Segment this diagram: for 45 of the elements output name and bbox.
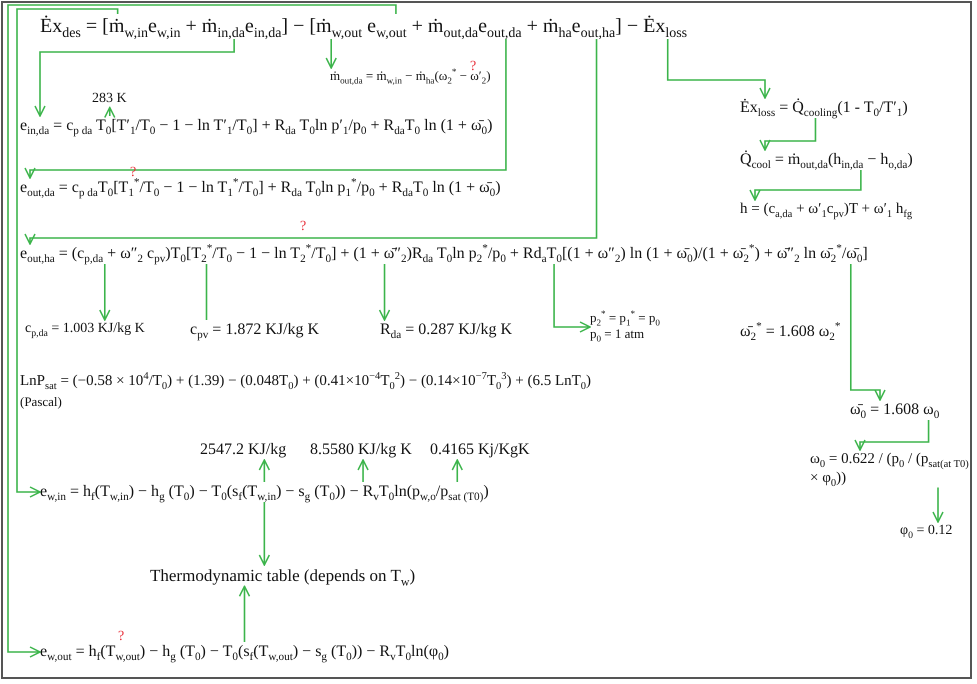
equation: Ėx$_{des}$ = [ṁ$_{w,in}$e$_{w,in}$ + ṁ$_{in,da}$e$_{in,da}$] − [ṁ$_{w,out}$ e$_{w,out}$ + ṁ$_{out,da}$e$_{out,da}$ + ṁ$_{ha}$e$_{out,ha}$] − Ėx$_{loss}$ bbox=[40, 14, 688, 39]
arrow bbox=[99, 264, 111, 321]
arrow bbox=[325, 39, 337, 69]
value-text: 2547.2 KJ/kg bbox=[200, 440, 286, 460]
value-text: R$_{da}$ = 0.287 KJ/kg K bbox=[380, 320, 512, 340]
arrow bbox=[357, 459, 369, 482]
arrow bbox=[553, 264, 591, 333]
arrow bbox=[258, 459, 270, 482]
arrow bbox=[749, 170, 862, 201]
arrow bbox=[378, 264, 390, 321]
question-mark: ? bbox=[300, 218, 306, 236]
arrow bbox=[932, 488, 944, 523]
arrow bbox=[452, 459, 464, 482]
arrow bbox=[24, 39, 507, 179]
equation: p$_{2}$$^{*}$ = p$_{1}$$^{*}$ = p$_{0}$ p$_{0}$ = 1 atm bbox=[590, 310, 660, 342]
arrow bbox=[258, 502, 270, 566]
value-text: 8.5580 KJ/kg K bbox=[310, 440, 412, 460]
value-text: 0.4165 Kj/KgK bbox=[430, 440, 530, 460]
arrow bbox=[24, 39, 598, 245]
equation: e$_{out,ha}$ = (c$_{p,da}$ + ω″$_{2}$ c$_{pv}$)T$_{0}$[T$_{2}$$^{*}$/T$_{0}$ − 1 − ln T$_{2}$$^{*}$/T$_{0}$] + (1 + ω̄″$_{2}$)R$_{da}$ T$_{0}$ln p$_{2}$$^{*}$/p$_{0}$ + Rd$_{a}$T$_{0}$[(1 + ω″$_{2}$) ln (1 + ω̄$_{0}$)/(1 + ω̄$_{2}$$^{*}$) + ω̄″$_{2}$ ln ω̄$_{2}$$^{*}$/ω̄$_{0}$] bbox=[20, 244, 868, 264]
arrow bbox=[16, 8, 118, 498]
unit-note: (Pascal) bbox=[20, 394, 62, 410]
arrow bbox=[854, 420, 930, 451]
arrow bbox=[666, 39, 771, 99]
equation: e$_{in,da}$ = c$_{p da}$ T$_{0}$[T′$_{1}$/T$_{0}$ − 1 − ln T′$_{1}$/T$_{0}$] + R$_{da}$ T$_{0}$ln p′$_{1}$/p$_{0}$ + R$_{da}$T$_{0}$ ln (1 + ω̄$_{0}$) bbox=[20, 116, 492, 136]
arrow bbox=[238, 586, 250, 642]
value-text: 283 K bbox=[92, 90, 127, 108]
value-text: c$_{pv}$ = 1.872 KJ/kg K bbox=[190, 320, 320, 340]
arrow bbox=[759, 118, 816, 151]
equation: e$_{w,in}$ = h$_{f}$(T$_{w,in}$) − h$_{g}$ (T$_{0}$) − T$_{0}$(s$_{f}$(T$_{w,in}$) − s$_{g}$ (T$_{0}$)) − R$_{v}$T$_{0}$ln(p$_{w,o}$/p$_{sat (T0)}$) bbox=[40, 482, 489, 502]
note-text: Thermodynamic table (depends on T$_{w}$) bbox=[150, 565, 416, 586]
equation: ω̄$_{0}$ = 1.608 ω$_{0}$ bbox=[850, 400, 940, 420]
equation: Q̇$_{cool}$ = ṁ$_{out,da}$(h$_{in,da}$ − h$_{o,da}$) bbox=[740, 150, 913, 170]
equation: e$_{out,da}$ = c$_{p da}$T$_{0}$[T$_{1}$$^{*}$/T$_{0}$ − 1 − ln T$_{1}$$^{*}$/T$_{0}$] + R$_{da}$ T$_{0}$ln p$_{1}$$^{*}$/p$_{0}$ + R$_{da}$T$_{0}$ ln (1 + ω̄$_{0}$) bbox=[20, 178, 501, 198]
connector-line bbox=[206, 264, 208, 320]
arrow bbox=[850, 264, 886, 401]
arrow bbox=[34, 39, 235, 117]
equation: ω$_{0}$ = 0.622 / (p$_{0}$ / (p$_{sat(at T0)}$ × φ$_{0}$)) bbox=[810, 450, 970, 488]
equation: LnP$_{sat}$ = (−0.58 × 10$^{4}$/T$_{0}$) + (1.39) − (0.048T$_{0}$) + (0.41×10$^{−4}$T$_{0}$$^{2}$) − (0.14×10$^{−7}$T$_{0}$$^{3}$) + (6.5 LnT$_{0}$) bbox=[20, 372, 592, 391]
equation: Ėx$_{loss}$ = Q̇$_{cooling}$(1 - T$_{0}$/T′$_{1}$) bbox=[740, 98, 908, 118]
equation: h = (c$_{a,da}$ + ω′$_{1}$c$_{pv}$)T + ω′$_{1}$ h$_{fg}$ bbox=[740, 200, 912, 219]
arrow bbox=[7, 4, 397, 658]
value-text: φ$_{0}$ = 0.12 bbox=[900, 522, 952, 540]
value-text: c$_{p,da}$ = 1.003 KJ/kg K bbox=[25, 320, 145, 338]
arrow bbox=[104, 106, 116, 118]
